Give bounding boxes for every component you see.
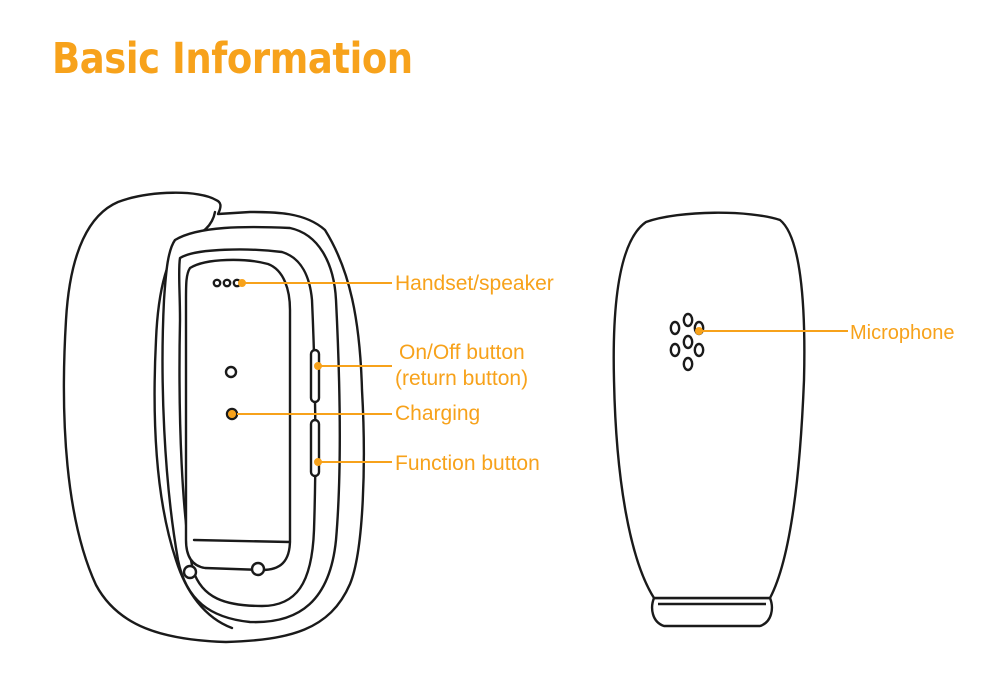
microphone-hole — [669, 342, 681, 358]
label-charging: Charging — [395, 402, 480, 425]
microphone-hole — [682, 356, 694, 372]
speaker-hole — [212, 278, 222, 288]
bottom-icon-right — [250, 561, 266, 577]
on-off-button — [309, 348, 321, 404]
module-base — [650, 596, 774, 628]
module-lower-strip — [192, 538, 292, 544]
microphone-leader-dot — [695, 327, 703, 335]
charging-leader-dot — [228, 410, 236, 418]
label-microphone: Microphone — [850, 322, 955, 344]
sensor-dot — [224, 365, 238, 379]
label-function-button: Function button — [395, 452, 540, 475]
microphone-hole — [693, 342, 705, 358]
microphone-hole — [669, 320, 681, 336]
page-title: Basic Information — [52, 34, 413, 84]
speaker-hole — [222, 278, 232, 288]
module-body — [612, 211, 806, 600]
function-button — [309, 418, 321, 478]
microphone-hole — [682, 334, 694, 350]
handset-leader-dot — [238, 279, 246, 287]
label-handset-speaker: Handset/speaker — [395, 272, 554, 295]
bottom-icon-left — [182, 564, 198, 580]
module-back-view — [612, 211, 806, 628]
wristband-device — [62, 191, 366, 644]
function-leader-dot — [314, 458, 322, 466]
label-return-button: (return button) — [395, 367, 528, 390]
callout-labels: Handset/speaker On/Off button (return bu… — [395, 272, 955, 475]
microphone-hole — [682, 312, 694, 328]
label-on-off-button: On/Off button — [399, 341, 525, 364]
on-off-leader-dot — [314, 362, 322, 370]
callout-lines — [228, 279, 848, 466]
